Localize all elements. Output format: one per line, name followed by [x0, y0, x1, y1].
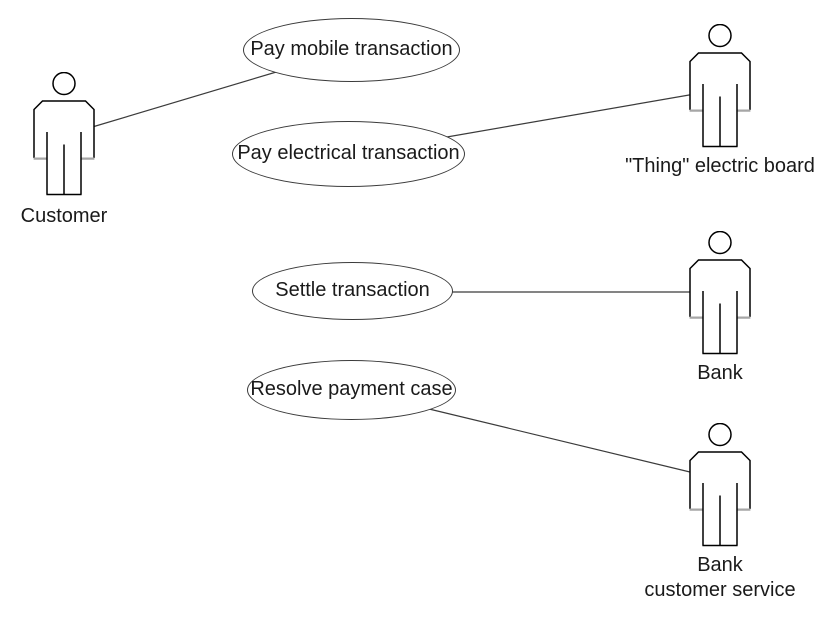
- person-icon: [33, 72, 95, 196]
- actor-label-line1: Bank: [697, 554, 743, 576]
- usecase-label: Resolve payment case: [250, 377, 453, 400]
- usecase-resolve-payment-case: Resolve payment case: [247, 360, 456, 420]
- actor-label: Bank customer service: [644, 553, 795, 603]
- actor-label: Bank: [697, 362, 743, 384]
- usecase-label: Settle transaction: [275, 278, 430, 301]
- actor-label: "Thing" electric board: [625, 155, 815, 177]
- connector-pay-electrical-electric-board: [443, 93, 693, 139]
- actor-bank: Bank: [689, 231, 751, 384]
- actor-label-line2: customer service: [644, 579, 796, 601]
- usecase-label: Pay electrical transaction: [237, 141, 460, 164]
- person-icon: [689, 423, 751, 547]
- person-icon: [689, 24, 751, 148]
- connector-resolve-bank-customer-service: [426, 407, 693, 474]
- person-icon: [689, 231, 751, 355]
- actor-label: Customer: [20, 205, 108, 227]
- usecase-pay-electrical-transaction: Pay electrical transaction: [232, 121, 465, 187]
- connector-customer-pay-mobile: [93, 70, 279, 128]
- usecase-label: Pay mobile transaction: [250, 37, 453, 60]
- actor-thing-electric-board: "Thing" electric board: [625, 24, 815, 177]
- actor-customer: Customer: [21, 72, 107, 227]
- usecase-pay-mobile-transaction: Pay mobile transaction: [243, 18, 460, 82]
- usecase-settle-transaction: Settle transaction: [252, 262, 453, 320]
- actor-bank-customer-service: Bank customer service: [644, 423, 796, 601]
